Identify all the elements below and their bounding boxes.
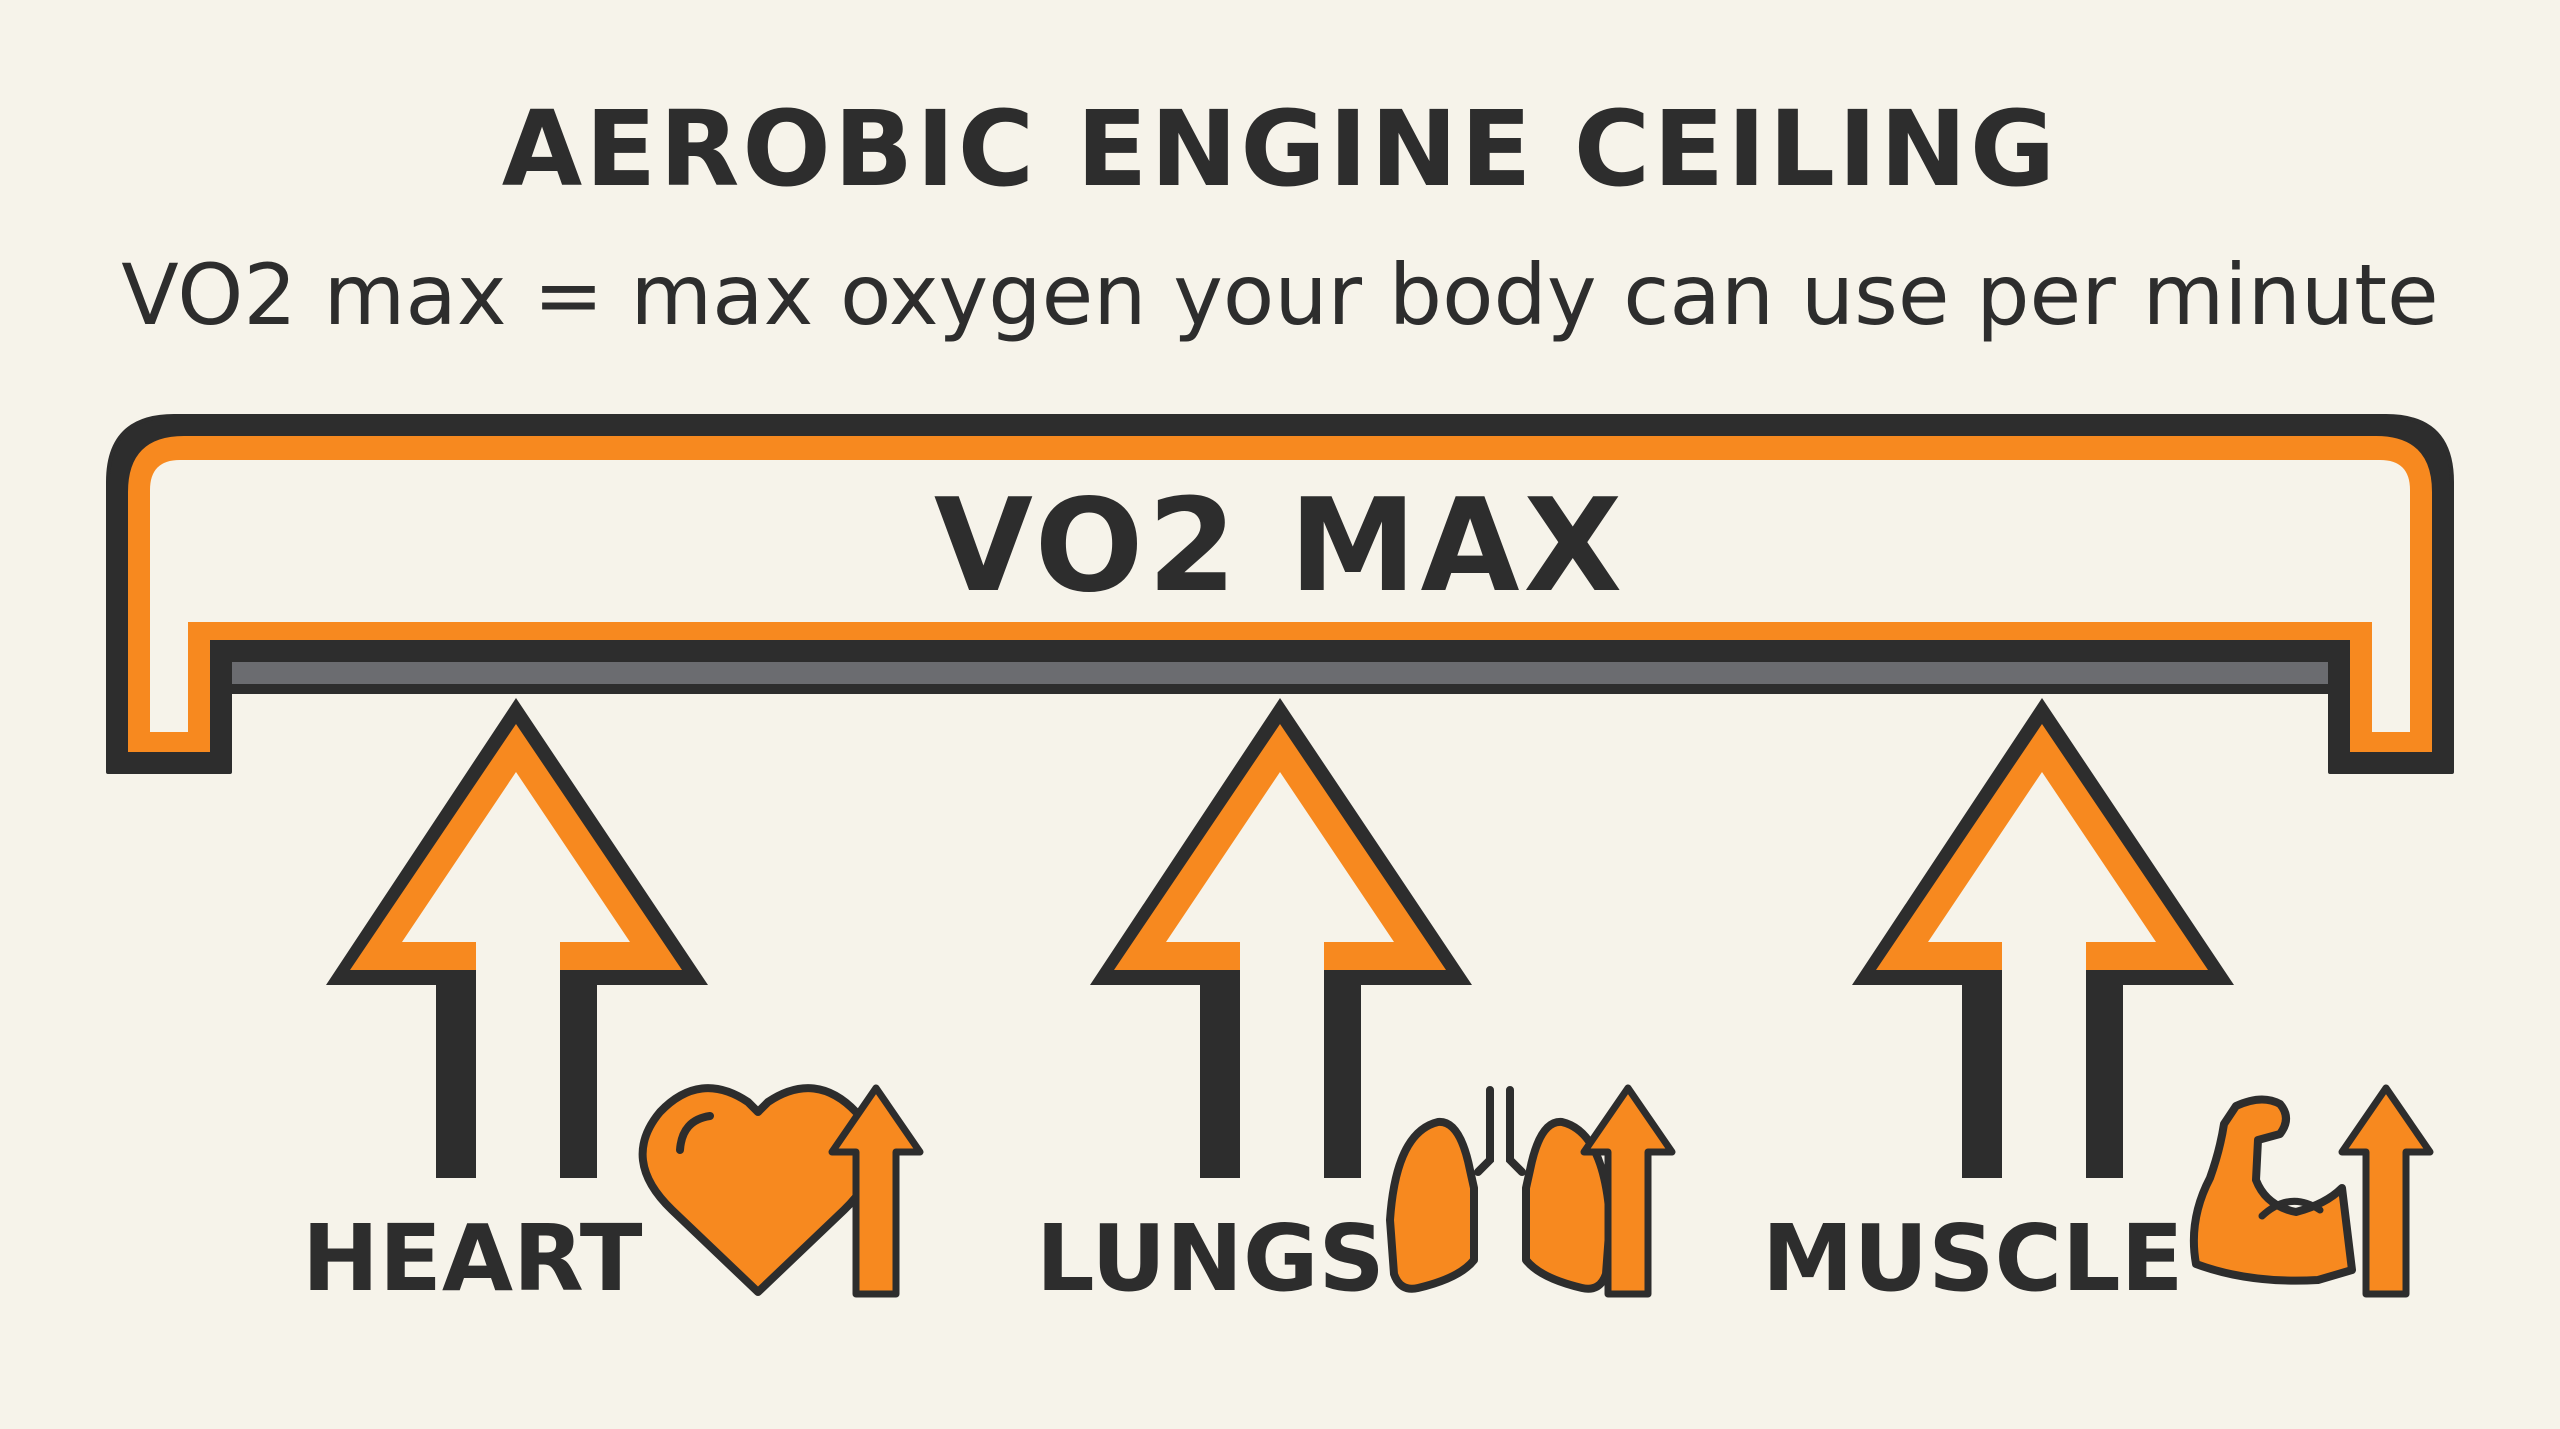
factor-label-lungs: LUNGS [1036, 1205, 1385, 1312]
flexed-bicep-icon [2189, 1095, 2356, 1285]
muscle-increase-arrow-icon [2338, 1084, 2434, 1298]
page-subtitle: VO2 max = max oxygen your body can use p… [121, 246, 2439, 344]
lungs-icon [1386, 1086, 1614, 1293]
factor-label-muscle: MUSCLE [1762, 1205, 2184, 1312]
factor-label-heart: HEART [302, 1205, 643, 1312]
lungs-increase-arrow-icon [1580, 1084, 1676, 1298]
heart-increase-arrow-icon [828, 1084, 924, 1298]
ceiling-bar [188, 622, 2372, 692]
ceiling-label: VO2 MAX [934, 472, 1626, 621]
muscle-up-arrow [1852, 698, 2234, 1178]
heart-up-arrow [326, 698, 708, 1178]
page-title: AEROBIC ENGINE CEILING [501, 88, 2059, 210]
heart-icon [638, 1084, 878, 1296]
lungs-up-arrow [1090, 698, 1472, 1178]
